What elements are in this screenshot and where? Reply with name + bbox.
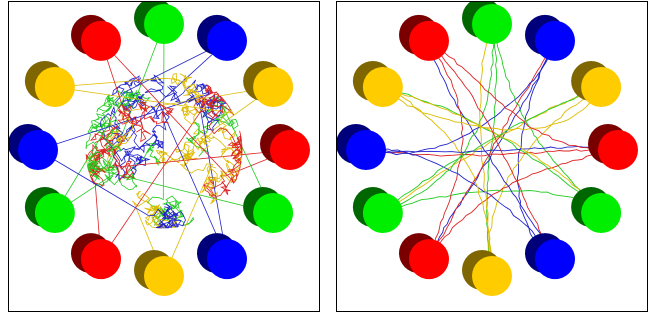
right-edge-n1-0 xyxy=(491,23,602,214)
right-panel xyxy=(336,1,648,312)
left-edge-n11-0 xyxy=(54,72,207,125)
left-edge-n9-1 xyxy=(54,96,122,214)
right-node-n9 xyxy=(352,187,403,233)
right-node-n7 xyxy=(462,250,512,296)
right-node-n10-face xyxy=(346,130,386,170)
right-edge-n3-0 xyxy=(487,86,602,277)
right-edge-n2-1 xyxy=(428,40,556,260)
right-node-n8 xyxy=(399,233,449,280)
right-edge-n2-0 xyxy=(516,40,556,260)
left-node-n4 xyxy=(260,124,310,170)
right-node-n3 xyxy=(571,61,622,107)
left-node-n6-face xyxy=(207,239,247,280)
left-edge-n12-0 xyxy=(100,40,243,185)
left-node-n4-face xyxy=(270,130,310,170)
left-node-n7 xyxy=(134,250,184,296)
right-edge-n5-0 xyxy=(382,189,602,214)
left-edge-n1-0 xyxy=(146,23,195,228)
right-edge-n12-1 xyxy=(428,40,556,260)
right-graph xyxy=(337,2,638,296)
left-node-n12-face xyxy=(81,20,121,61)
left-node-n3 xyxy=(243,61,294,107)
left-nodes xyxy=(9,2,310,296)
right-edge-n8-1 xyxy=(428,40,556,260)
left-node-n12 xyxy=(71,14,121,61)
left-node-n6 xyxy=(197,233,247,280)
right-node-n12 xyxy=(399,14,449,61)
left-edge-n8-1 xyxy=(90,116,135,260)
right-node-n3-face xyxy=(581,67,622,107)
left-edge-n7-1 xyxy=(163,134,239,277)
right-edge-n5-1 xyxy=(382,86,602,214)
right-node-n8-face xyxy=(409,239,449,280)
left-node-n10-face xyxy=(18,130,58,170)
right-node-n11-face xyxy=(362,67,403,107)
right-edge-n3-1 xyxy=(382,86,602,214)
right-edge-n11-1 xyxy=(382,86,602,214)
left-node-n3-face xyxy=(253,67,294,107)
right-node-n2-face xyxy=(535,20,575,61)
right-edge-n9-0 xyxy=(382,24,495,214)
right-edge-n12-0 xyxy=(428,40,619,152)
left-node-n10 xyxy=(9,124,58,170)
right-edge-n10-1 xyxy=(365,145,619,153)
left-node-n8 xyxy=(71,233,121,280)
left-node-n2-face xyxy=(207,20,247,61)
left-node-n1-face xyxy=(144,4,184,44)
right-node-n4-face xyxy=(598,130,638,170)
right-edge-n1-1 xyxy=(486,23,498,277)
right-node-n2 xyxy=(525,14,575,61)
left-node-n11 xyxy=(24,61,75,107)
right-node-n1-face xyxy=(472,4,512,44)
right-node-n6 xyxy=(525,233,575,280)
left-node-n9 xyxy=(24,187,75,233)
right-node-n12-face xyxy=(409,20,449,61)
right-edges xyxy=(365,23,619,277)
right-edge-n9-1 xyxy=(382,86,602,214)
left-edge-n6-0 xyxy=(99,102,228,260)
right-node-n11 xyxy=(352,61,403,107)
left-node-n11-face xyxy=(34,67,75,107)
left-edge-n5-1 xyxy=(85,113,274,214)
left-edge-n2-0 xyxy=(110,40,228,123)
left-node-n9-face xyxy=(34,193,75,233)
left-graph xyxy=(9,2,310,296)
left-edge-n12-1 xyxy=(100,40,175,143)
right-node-n9-face xyxy=(362,193,403,233)
left-node-n5-face xyxy=(253,193,294,233)
left-node-n1 xyxy=(134,2,184,44)
right-edge-n4-1 xyxy=(365,148,619,157)
left-panel xyxy=(8,1,320,312)
right-node-n4 xyxy=(588,124,638,170)
right-node-n1 xyxy=(462,2,512,44)
left-node-n8-face xyxy=(81,239,121,280)
right-edge-n11-0 xyxy=(382,86,602,131)
right-node-n5 xyxy=(571,187,622,233)
right-edge-n6-0 xyxy=(365,147,556,260)
right-edge-n10-0 xyxy=(365,40,556,156)
right-node-n6-face xyxy=(535,239,575,280)
right-edge-n8-0 xyxy=(428,40,464,260)
left-node-n7-face xyxy=(144,256,184,296)
left-edge-n4-1 xyxy=(85,131,291,176)
right-edge-n4-0 xyxy=(428,149,619,260)
left-edge-n10-0 xyxy=(37,74,210,151)
left-edge-n10-1 xyxy=(37,149,186,229)
right-node-n7-face xyxy=(472,256,512,296)
right-nodes xyxy=(337,2,638,296)
left-edges xyxy=(37,23,291,277)
right-node-n5-face xyxy=(581,193,622,233)
left-node-n2 xyxy=(197,14,247,61)
left-node-n5 xyxy=(243,187,294,233)
right-node-n10 xyxy=(337,124,386,170)
